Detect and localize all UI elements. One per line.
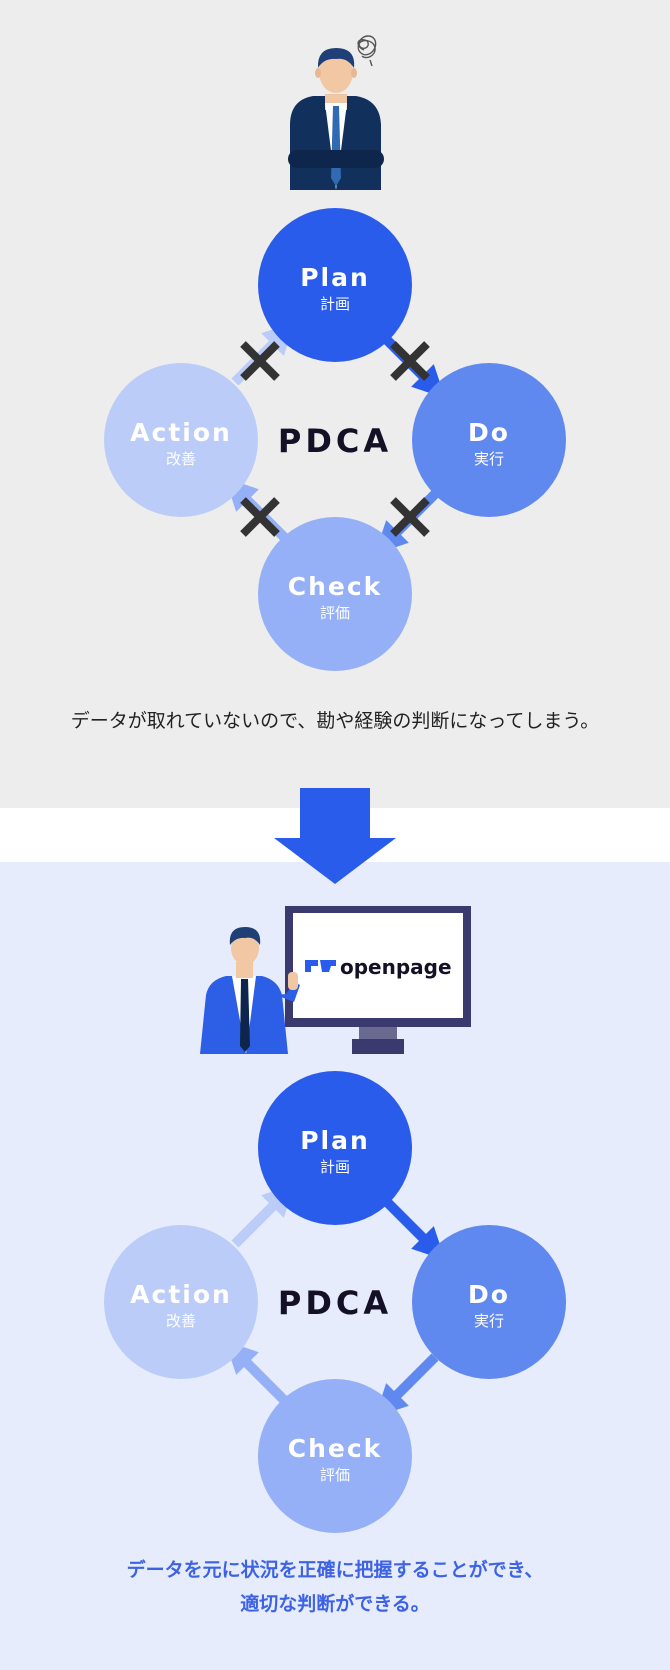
- cross-marks: [240, 341, 430, 537]
- svg-text:計画: 計画: [320, 1158, 350, 1176]
- center-label: PDCA: [278, 422, 392, 460]
- down-arrow-icon: [274, 788, 396, 884]
- monitor-icon: openpage: [285, 906, 471, 1054]
- cross-icon: [390, 341, 430, 381]
- node-do: Do 実行: [412, 1225, 566, 1379]
- node-action: Action 改善: [104, 1225, 258, 1379]
- node-check: Check 評価: [258, 517, 412, 671]
- svg-text:Check: Check: [288, 572, 383, 601]
- after-caption-line-2: 適切な判断ができる。: [240, 1593, 430, 1615]
- after-caption-line-1: データを元に状況を正確に把握することができ、: [126, 1559, 544, 1581]
- presenter-person-icon: [200, 927, 300, 1054]
- svg-text:openpage: openpage: [340, 955, 452, 979]
- cross-icon: [240, 497, 280, 537]
- after-cycle-nodes: Plan 計画 Do 実行 Check 評価 Action 改善 PDCA: [104, 1071, 566, 1533]
- node-check: Check 評価: [258, 1379, 412, 1533]
- svg-text:計画: 計画: [320, 295, 350, 313]
- svg-text:改善: 改善: [166, 1312, 196, 1330]
- node-action: Action 改善: [104, 363, 258, 517]
- svg-text:Plan: Plan: [300, 1126, 370, 1155]
- node-plan: Plan 計画: [258, 1071, 412, 1225]
- before-caption: データが取れていないので、勘や経験の判断になってしまう。: [70, 710, 600, 732]
- svg-text:評価: 評価: [320, 1466, 350, 1484]
- svg-text:Do: Do: [468, 418, 510, 447]
- svg-text:実行: 実行: [474, 1312, 504, 1330]
- svg-text:Plan: Plan: [300, 263, 370, 292]
- confused-person-icon: [288, 35, 384, 190]
- svg-text:Action: Action: [130, 1280, 232, 1309]
- svg-text:Do: Do: [468, 1280, 510, 1309]
- svg-text:Action: Action: [130, 418, 232, 447]
- svg-text:Check: Check: [288, 1434, 383, 1463]
- arrow-check-to-action: [224, 1340, 289, 1405]
- center-label: PDCA: [278, 1284, 392, 1322]
- svg-text:実行: 実行: [474, 450, 504, 468]
- openpage-logo: openpage: [305, 955, 452, 979]
- cross-icon: [240, 341, 280, 381]
- svg-text:改善: 改善: [166, 450, 196, 468]
- after-caption: データを元に状況を正確に把握することができ、 適切な判断ができる。: [0, 1553, 670, 1621]
- arrow-plan-to-do: [381, 1196, 446, 1261]
- arrow-action-to-plan: [231, 1183, 296, 1248]
- cross-icon: [390, 497, 430, 537]
- arrow-do-to-check: [374, 1353, 439, 1418]
- node-plan: Plan 計画: [258, 208, 412, 362]
- before-cycle-nodes: Plan 計画 Do 実行 Check 評価 Action 改善 PDCA: [104, 208, 566, 671]
- scribble-icon: [357, 35, 377, 67]
- svg-text:評価: 評価: [320, 604, 350, 622]
- node-do: Do 実行: [412, 363, 566, 517]
- after-cycle-arrows: [224, 1183, 446, 1418]
